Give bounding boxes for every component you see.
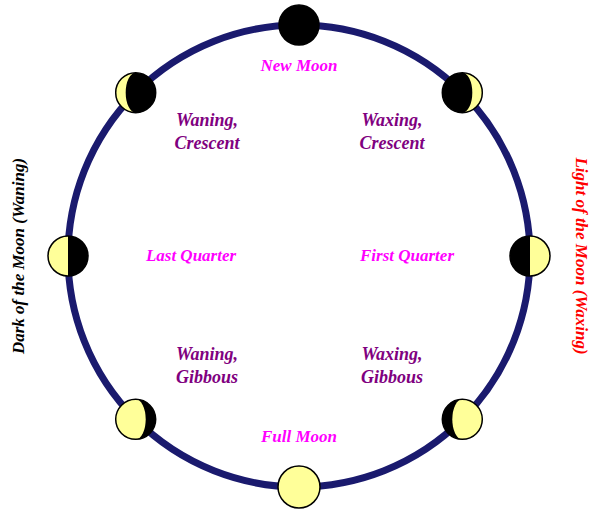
phase-name: First Quarter xyxy=(337,245,477,267)
new-moon-icon xyxy=(279,5,319,45)
phase-description: Waxing, Crescent xyxy=(342,109,442,156)
phase-name: Last Quarter xyxy=(121,245,261,267)
waning-crescent-icon xyxy=(116,73,156,113)
phase-description: Waxing, Gibbous xyxy=(342,343,442,390)
phase-description: Waning, Gibbous xyxy=(157,343,257,390)
side-caption: Light of the Moon (Waxing) xyxy=(570,157,592,354)
orbit-ring xyxy=(68,25,530,487)
phase-description: Waning, Crescent xyxy=(157,109,257,156)
last-quarter-icon xyxy=(48,236,88,276)
side-caption: Dark of the Moon (Waning) xyxy=(8,158,30,354)
waxing-crescent-icon xyxy=(442,73,482,113)
phase-name: New Moon xyxy=(229,55,369,77)
first-quarter-icon xyxy=(510,236,550,276)
phase-name: Full Moon xyxy=(229,426,369,448)
waxing-gibbous-icon xyxy=(442,399,482,439)
full-moon-icon xyxy=(278,466,320,508)
waning-gibbous-icon xyxy=(116,399,156,439)
